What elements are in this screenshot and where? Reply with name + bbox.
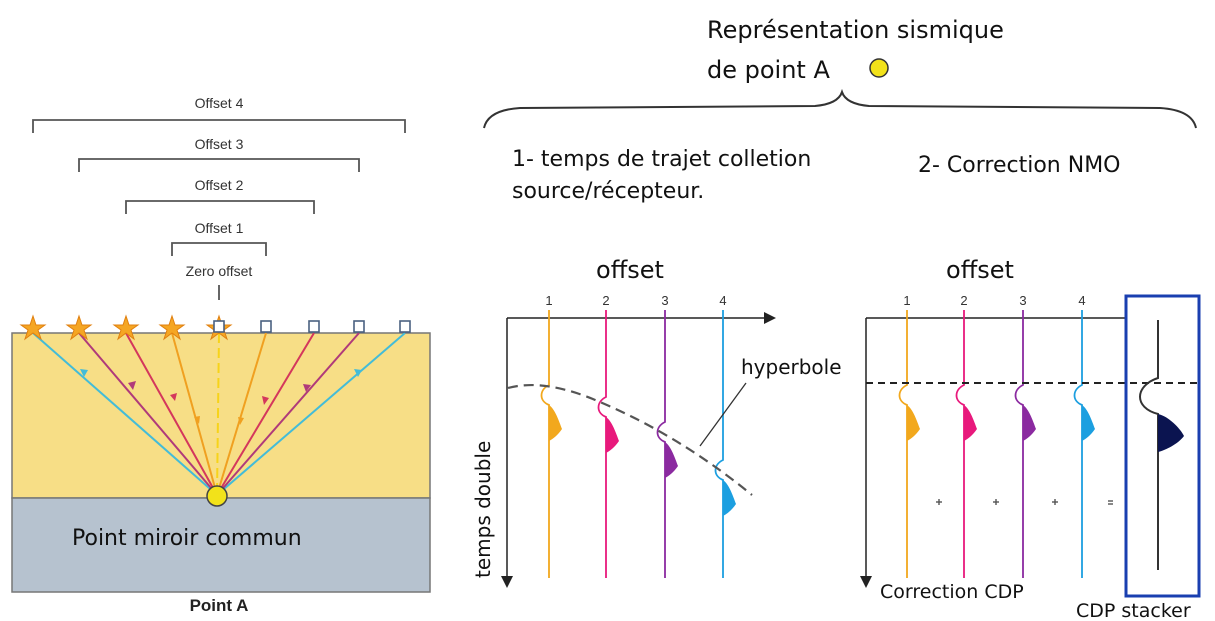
left-panel: Offset 4 Offset 3 Offset 2 Offset 1 Zero…: [11, 95, 431, 615]
offset-4-label: Offset 4: [195, 95, 244, 111]
source-stars: [19, 314, 233, 341]
upper-layer: [11, 332, 431, 499]
right-trace-number-1: 1: [903, 293, 910, 308]
receivers: [213, 320, 411, 333]
ray-2-down: [125, 332, 218, 496]
correction-cdp-label: Correction CDP: [880, 581, 1024, 603]
ray-3-down: [78, 332, 218, 496]
common-mirror-point: [206, 485, 228, 507]
ray-4-down: [32, 332, 218, 496]
stacked-trace-lobe: [1158, 414, 1184, 452]
right-offset-axis-label: offset: [946, 256, 1014, 284]
offset-3-bracket: [78, 158, 360, 172]
title-line-2: de point A: [707, 56, 830, 84]
middle-time-axis-label: temps double: [471, 441, 495, 578]
lower-layer: [11, 497, 431, 593]
hyperbola-pointer: [699, 382, 747, 447]
point-a-marker: [869, 58, 889, 78]
ray-1-down: [171, 332, 218, 496]
middle-trace-2: [597, 310, 619, 578]
offset-2-label: Offset 2: [195, 177, 244, 193]
middle-trace-number-1: 1: [545, 293, 552, 308]
right-trace-4: [1073, 310, 1095, 578]
right-trace-number-2: 2: [960, 293, 967, 308]
ray-4-up: [216, 332, 406, 496]
offset-1-bracket: [171, 242, 267, 256]
offset-2-bracket: [125, 200, 315, 214]
middle-trace-number-2: 2: [602, 293, 609, 308]
middle-offset-axis-label: offset: [596, 256, 664, 284]
middle-trace-3: [656, 310, 678, 578]
right-trace-1: [898, 310, 920, 578]
hyperbola-label: hyperbole: [741, 355, 842, 379]
step1-line-1: 1- temps de trajet colletion: [512, 147, 811, 172]
step2-label: 2- Correction NMO: [918, 153, 1121, 178]
ray-2-up: [216, 332, 315, 496]
point-a-caption: Point A: [190, 596, 249, 615]
right-traces: [898, 310, 1095, 578]
right-panel: offset 1 2 3 4 Correction CDP CDP stacke…: [860, 256, 1201, 621]
title-line-1: Représentation sismique: [707, 16, 1004, 44]
mirror-point-label: Point miroir commun: [72, 526, 302, 551]
middle-panel: offset 1 2 3 4 temps double hyperbole: [471, 256, 842, 588]
ray-3-up: [216, 332, 360, 496]
ray-arrowheads: [80, 369, 362, 425]
cdp-stack-box: [1124, 294, 1201, 598]
offset-3-label: Offset 3: [195, 136, 244, 152]
right-trace-3: [1014, 310, 1036, 578]
middle-trace-number-3: 3: [661, 293, 668, 308]
middle-trace-4: [714, 310, 736, 578]
right-trace-number-4: 4: [1078, 293, 1085, 308]
offset-1-label: Offset 1: [195, 220, 244, 236]
hyperbola-curve: [507, 383, 753, 496]
curly-brace: [483, 88, 1197, 129]
ray-1-up: [216, 332, 267, 496]
middle-trace-1: [540, 310, 562, 578]
offset-4-bracket: [32, 119, 406, 133]
zero-offset-label: Zero offset: [186, 263, 253, 279]
right-trace-2: [955, 310, 977, 578]
middle-trace-number-4: 4: [719, 293, 726, 308]
step1-line-2: source/récepteur.: [512, 179, 704, 204]
right-trace-number-3: 3: [1019, 293, 1026, 308]
stacked-trace: [1139, 320, 1159, 570]
middle-traces: [540, 310, 736, 578]
cdp-stacker-label: CDP stacker: [1076, 600, 1191, 621]
ray-zero: [216, 332, 220, 496]
plus-markers: [936, 499, 1113, 505]
